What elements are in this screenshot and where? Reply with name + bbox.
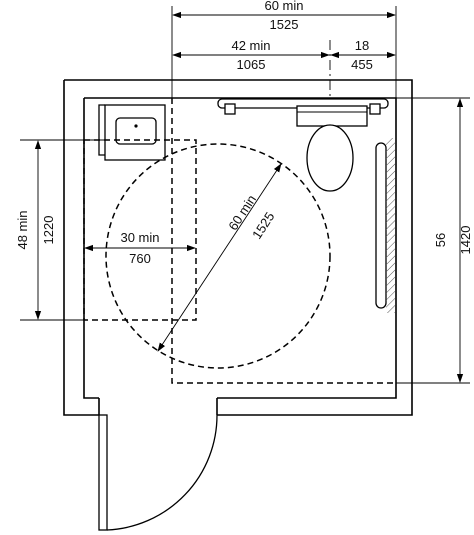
door-leaf [98, 414, 108, 531]
side-grab-bar [375, 138, 395, 313]
rear-grab-bar-mount-left [224, 103, 236, 115]
lavatory-basin [115, 117, 157, 145]
side-grab-bar-shape [375, 142, 387, 309]
dim-lavatory-imperial: 30 min [120, 230, 159, 245]
water-closet-bowl [306, 124, 354, 192]
water-closet-tank [296, 105, 368, 127]
top-dimensions: 60 min 1525 42 min 1065 18 455 [171, 0, 397, 100]
dim-top-left-metric: 1065 [237, 57, 266, 72]
dim-lavatory-metric: 760 [129, 251, 151, 266]
turning-circle-diameter-dimension: 60 min 1525 [157, 163, 282, 352]
lavatory-drain [134, 124, 138, 128]
outer-wall [63, 79, 413, 416]
dim-right-imperial: 56 [433, 233, 448, 247]
turning-circle [105, 143, 331, 369]
dim-right-metric: 1420 [458, 226, 473, 255]
lavatory-bracket [98, 104, 105, 156]
dim-top-left-imperial: 42 min [231, 38, 270, 53]
water-closet [296, 105, 368, 192]
lavatory [98, 104, 166, 161]
dim-turning-metric: 1525 [249, 209, 277, 241]
dim-top-right-imperial: 18 [355, 38, 369, 53]
door-swing-arc [106, 414, 218, 531]
dim-top-overall-metric: 1525 [270, 17, 299, 32]
dim-top-right-metric: 455 [351, 57, 373, 72]
right-dimension: 56 1420 [396, 97, 473, 384]
dim-line-turning-diameter [157, 163, 282, 352]
lavatory-clearance-dimension: 30 min 760 [84, 230, 196, 266]
rear-grab-bar-mount-right [369, 103, 381, 115]
door [98, 414, 218, 531]
left-dimension: 48 min 1220 [15, 139, 110, 321]
dim-top-overall-imperial: 60 min [264, 0, 303, 13]
water-closet-clearance [171, 98, 396, 384]
side-wall-hatch [386, 138, 395, 313]
dim-left-metric: 1220 [41, 216, 56, 245]
dim-left-imperial: 48 min [15, 210, 30, 249]
